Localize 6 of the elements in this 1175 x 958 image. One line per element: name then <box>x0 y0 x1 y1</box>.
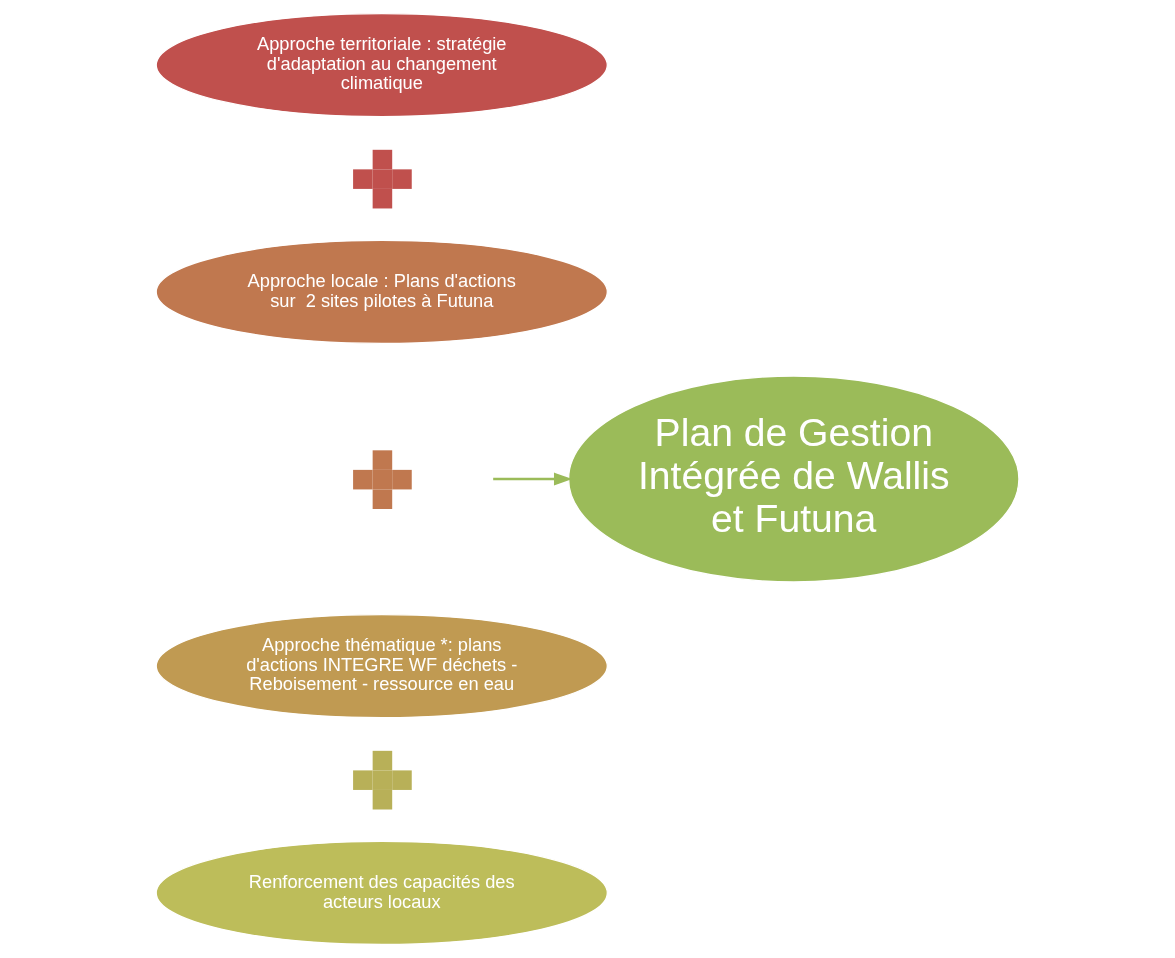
node-ellipse: Approche territoriale : stratégie d'adaptation au changement climatique <box>155 12 608 118</box>
node-ellipse: Renforcement des capacités des acteurs locaux <box>155 840 608 946</box>
node-ellipse: Approche locale : Plans d'actions sur 2 sites pilotes à Futuna <box>155 239 608 345</box>
arrow <box>493 472 573 486</box>
node-ellipse: Plan de Gestion Intégrée de Wallis et Futuna <box>567 375 1020 583</box>
node-ellipse: Approche thématique *: plans d'actions INTEGRE WF déchets - Reboisement - ressource en eau <box>155 613 608 719</box>
